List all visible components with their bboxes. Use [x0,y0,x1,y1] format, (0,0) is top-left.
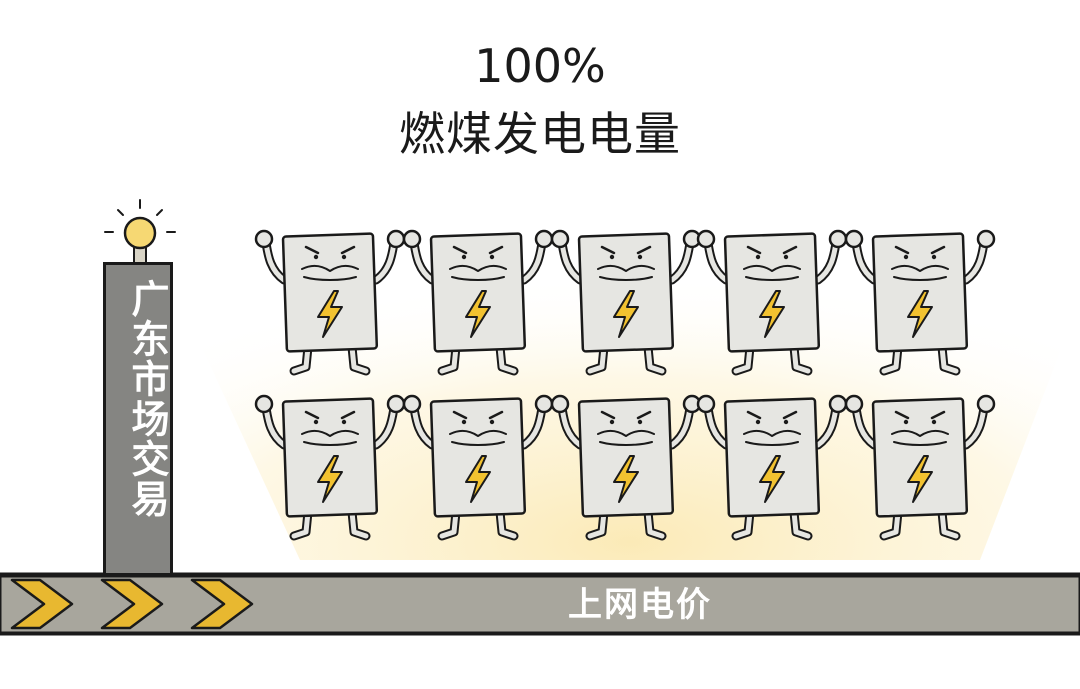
headline-label: 燃煤发电电量 [399,107,681,161]
battery-character-icon [696,394,848,541]
light-glow [180,200,1080,560]
battery-grid [254,229,996,541]
chevron-icons [10,578,254,630]
battery-character-icon [402,229,554,376]
battery-character-icon [844,394,996,541]
market-pole: 广东市场交易 [103,262,173,576]
battery-character-icon [844,229,996,376]
pole-text: 广东市场交易 [125,279,169,519]
road-label: 上网电价 [568,585,712,625]
lamp-bulb-icon [123,216,157,250]
battery-character-icon [696,229,848,376]
battery-character-icon [254,394,406,541]
battery-character-icon [550,394,702,541]
road [0,572,1080,636]
lamp-rays-icon [104,199,176,233]
battery-character-icon [402,394,554,541]
battery-character-icon [254,229,406,376]
headline-percent: 100% [474,39,606,93]
battery-character-icon [550,229,702,376]
